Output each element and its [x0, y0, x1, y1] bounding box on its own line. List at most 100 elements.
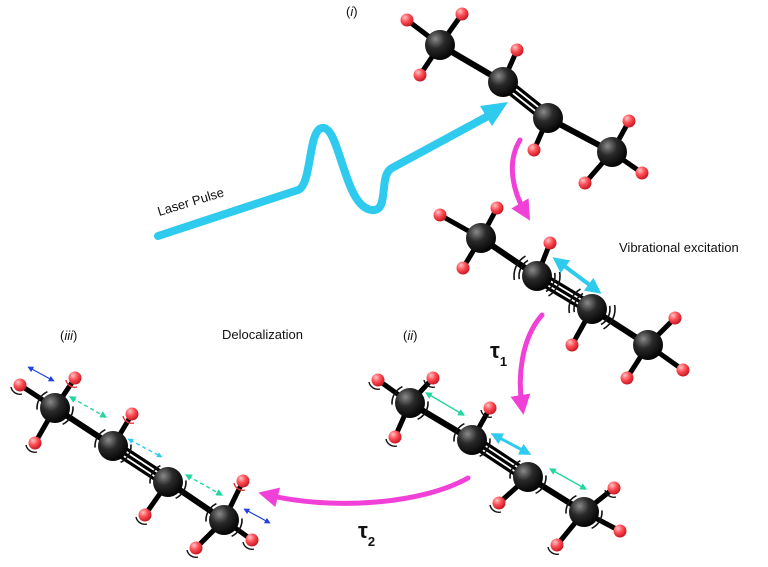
carbon-atom-icon	[395, 388, 425, 418]
hydrogen-atom-icon	[613, 524, 627, 538]
cc-stretch-arrow	[490, 433, 532, 455]
hydrogen-atom-icon	[433, 208, 447, 222]
hydrogen-atom-icon	[622, 114, 636, 128]
h-rotation-arc	[65, 379, 78, 388]
state-label-ii: (ii)	[403, 328, 418, 343]
hydrogen-atom-icon	[635, 166, 649, 180]
hydrogen-atom-icon	[668, 311, 682, 325]
state-label-i: (i)	[346, 4, 358, 19]
hydrogen-atom-icon	[388, 430, 402, 444]
hydrogen-atom-icon	[490, 201, 504, 215]
h-rotation-arc	[135, 516, 148, 525]
carbon-atom-icon	[457, 425, 487, 455]
h-rotation-arc	[233, 482, 246, 491]
rotation-arrow	[243, 508, 271, 524]
hydrogen-atom-icon	[400, 13, 414, 27]
hydrogen-atom-icon	[245, 533, 259, 547]
hydrogen-atom-icon	[550, 538, 564, 552]
molecule-vibrational-excitation	[433, 201, 690, 385]
h-rotation-arc	[547, 546, 560, 555]
vibration-arc	[149, 464, 161, 484]
transfer-arrow	[548, 468, 588, 490]
carbon-atom-icon	[466, 223, 496, 253]
carbon-atom-icon	[597, 137, 627, 167]
h-rotation-arc	[242, 541, 255, 550]
transfer-arrow	[424, 392, 466, 416]
h-rotation-arc	[385, 438, 398, 447]
vibration-arc	[535, 475, 547, 495]
tau2-label: τ2	[358, 518, 375, 549]
carbon-atom-icon	[98, 431, 128, 461]
vibration-arc	[591, 510, 603, 530]
vibration-arc	[231, 518, 243, 538]
tau2-subscript: 2	[367, 534, 376, 549]
h-rotation-arc	[489, 504, 502, 513]
carbon-atom-icon	[488, 67, 518, 97]
vibration-arc	[573, 292, 584, 313]
vibration-arc	[391, 385, 403, 405]
delocalization-arrow	[184, 474, 224, 496]
wavy-laser-arrow-icon	[154, 111, 494, 240]
carbon-atom-icon	[425, 30, 455, 60]
hydrogen-atom-icon	[68, 371, 82, 385]
state-label-ii-text: ii	[407, 328, 414, 343]
hydrogen-atom-icon	[543, 236, 557, 250]
hydrogen-atom-icon	[607, 481, 621, 495]
vibration-arc	[600, 305, 611, 326]
vibration-arc	[518, 259, 529, 280]
vibration-arc	[94, 428, 106, 448]
h-rotation-arc	[368, 381, 381, 390]
tau1-subscript: 1	[499, 354, 508, 369]
carbon-atom-icon	[569, 497, 599, 527]
hydrogen-atom-icon	[13, 378, 27, 392]
tau1-symbol: τ	[490, 338, 500, 363]
h-rotation-arc	[10, 386, 23, 395]
carbon-atom-icon	[522, 261, 552, 291]
vibrational-excitation-label: Vibrational excitation	[619, 240, 739, 255]
vibration-arc	[513, 255, 526, 281]
delocalization-arrow	[68, 396, 108, 418]
state-label-iii: (iii)	[60, 328, 78, 343]
vibration-arc	[509, 459, 521, 479]
vibration-arc	[565, 494, 577, 514]
carbon-atom-icon	[209, 505, 239, 535]
carbon-atom-icon	[533, 103, 563, 133]
hydrogen-atom-icon	[125, 407, 139, 421]
hydrogen-atom-icon	[455, 7, 469, 21]
laser-arrow-head	[480, 102, 508, 126]
hydrogen-atom-icon	[527, 143, 541, 157]
molecule-state-i	[400, 7, 649, 190]
hydrogen-atom-icon	[236, 474, 250, 488]
hydrogen-atom-icon	[483, 401, 497, 415]
vibration-arc	[603, 304, 616, 330]
delocalization-label: Delocalization	[222, 327, 303, 342]
excitation-arrow	[509, 137, 531, 221]
hydrogen-atom-icon	[189, 541, 203, 555]
hydrogen-atom-icon	[138, 508, 152, 522]
carbon-atom-icon	[577, 294, 607, 324]
hydrogen-atom-icon	[426, 371, 440, 385]
delocalization-arrow	[127, 438, 163, 458]
carbon-atom-icon	[40, 393, 70, 423]
state-label-i-text: i	[350, 4, 354, 19]
carbon-atom-icon	[513, 462, 543, 492]
tau2-symbol: τ	[358, 518, 368, 543]
hydrogen-atom-icon	[620, 371, 634, 385]
hydrogen-atom-icon	[371, 373, 385, 387]
hydrogen-atom-icon	[28, 436, 42, 450]
h-rotation-arc	[423, 379, 436, 388]
h-rotation-arc	[25, 444, 38, 453]
h-rotation-arc	[480, 409, 493, 418]
rotation-arrow	[27, 366, 55, 382]
vibration-arc	[453, 422, 465, 442]
tau2-arrow	[258, 475, 471, 508]
h-rotation-arc	[122, 415, 135, 424]
carbon-atom-icon	[633, 330, 663, 360]
vibration-arc	[479, 438, 491, 458]
process-arrows	[258, 137, 545, 508]
tau1-arrow	[510, 312, 545, 415]
hydrogen-atom-icon	[413, 68, 427, 82]
laser-pulse-arrow	[154, 102, 508, 240]
hydrogen-atom-icon	[565, 338, 579, 352]
hydrogen-atom-icon	[492, 496, 506, 510]
